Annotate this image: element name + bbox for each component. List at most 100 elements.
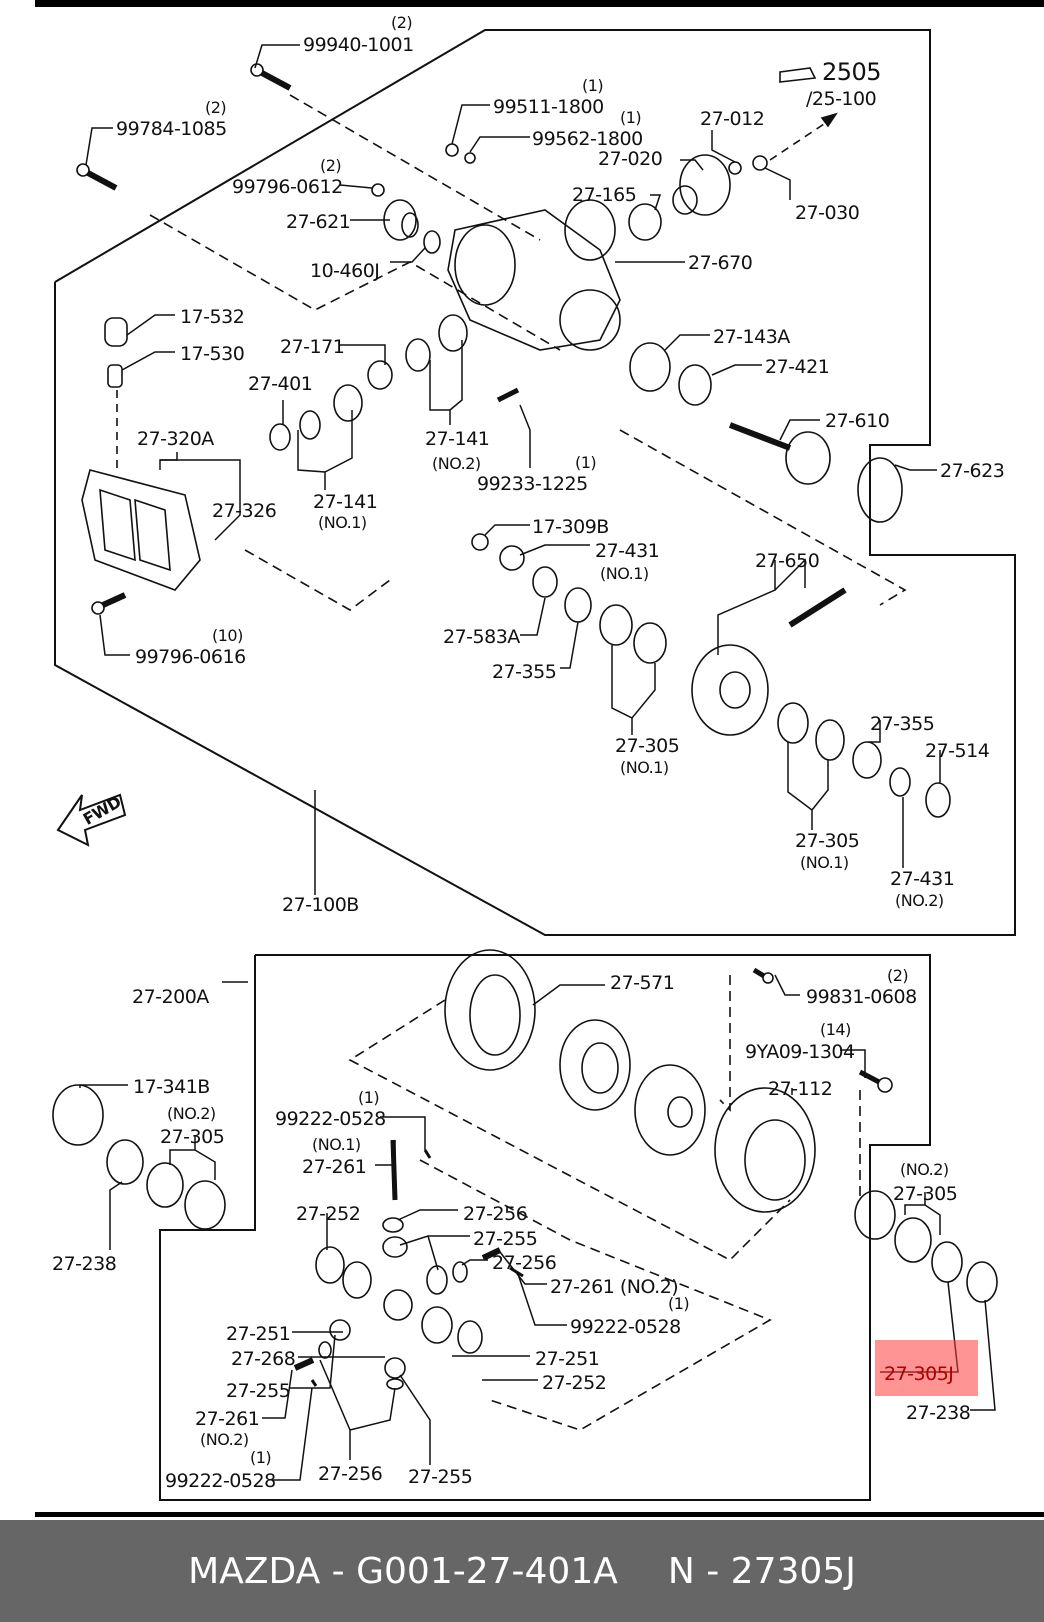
adjuster-27-238-b-icon	[966, 1261, 998, 1303]
label-p-27-020: 27-020	[598, 148, 663, 170]
breather-cap-17-532-icon	[104, 317, 128, 347]
label-p-27-305-no1-a: 27-305	[615, 735, 680, 757]
label-p-27-355-a: 27-355	[492, 661, 557, 683]
label-p-27-623: 27-623	[940, 460, 1005, 482]
shim-27-305J-icon	[931, 1241, 963, 1283]
label-p-99222-0528-b: 99222-0528	[570, 1316, 681, 1338]
lower-assembly-outline	[159, 954, 931, 1501]
ring-gear-27-571-icon	[444, 949, 536, 1071]
label-p-27-238-b: 27-238	[906, 1402, 971, 1424]
label-q-99796-0612: (2)	[320, 156, 342, 175]
label-p-27-200A: 27-200A	[132, 986, 209, 1008]
label-p-99222-0528-a: 99222-0528	[275, 1108, 386, 1130]
lower-dashed-group-2	[719, 975, 731, 1112]
reference-page: 2505	[822, 58, 882, 86]
bearing-27-141-no1-b-icon	[333, 384, 363, 422]
label-p-27-252-a: 27-252	[296, 1203, 361, 1225]
lower-dashed-group-3	[419, 1159, 772, 1431]
label-p-27-251-a: 27-251	[226, 1323, 291, 1345]
footer-brand-part: MAZDA - G001-27-401A	[188, 1550, 618, 1592]
label-s-27-305-no2-b: (NO.2)	[900, 1160, 949, 1179]
spacer-27-431-no2-icon	[889, 767, 911, 797]
label-q-99511: (1)	[582, 76, 604, 95]
label-p-27-100B: 27-100B	[282, 894, 359, 916]
pinion-27-255-a-icon	[382, 1236, 408, 1258]
label-p-99831-0608: 99831-0608	[806, 986, 917, 1008]
label-p-27-670: 27-670	[688, 252, 753, 274]
bolt-99940-1001-icon	[250, 63, 292, 91]
label-s-27-431-no2: (NO.2)	[895, 891, 944, 910]
leader-lines	[79, 44, 996, 1481]
shim-27-583A-icon	[532, 566, 558, 598]
rear-cover-27-320A-icon	[81, 469, 201, 591]
ring-pinion-gear-27-650-icon	[691, 587, 847, 736]
nut-17-309B-icon	[471, 533, 489, 551]
label-p-99222-0528-c: 99222-0528	[165, 1470, 276, 1492]
label-p-10-460J: 10-460J	[310, 260, 380, 282]
label-p-27-261-no2-b: 27-261	[195, 1408, 260, 1430]
o-ring-27-623-icon	[857, 457, 903, 523]
label-p-99511-1800: 99511-1800	[493, 96, 604, 118]
label-s-27-261-no1: (NO.1)	[312, 1135, 361, 1154]
label-q-99222-c: (1)	[250, 1448, 272, 1467]
label-q-9YA09: (14)	[820, 1020, 851, 1039]
lower-dashed-group-1	[348, 999, 791, 1261]
pinion-shaft-27-610-icon	[728, 422, 831, 485]
label-p-27-305-no1-b: 27-305	[795, 830, 860, 852]
label-p-99940-1001: 99940-1001	[303, 34, 414, 56]
label-p-9YA09-1304: 9YA09-1304	[745, 1041, 855, 1063]
label-p-27-141-no2: 27-141	[425, 428, 490, 450]
label-p-27-610: 27-610	[825, 410, 890, 432]
label-q-99940: (2)	[391, 13, 413, 32]
spacer-27-431-no1-icon	[499, 545, 525, 571]
thrust-washer-27-256-b-icon	[452, 1261, 468, 1283]
label-p-27-143A: 27-143A	[713, 326, 790, 348]
label-p-27-431-no2: 27-431	[890, 868, 955, 890]
label-q-99796-0616: (10)	[212, 626, 243, 645]
pin-27-261-no2-b-icon	[293, 1357, 315, 1371]
bearing-27-305-no2-a-icon	[184, 1180, 226, 1230]
parts-diagram	[52, 29, 1016, 1501]
pin-99222-0528-a-icon	[423, 1149, 432, 1159]
label-p-27-252-b: 27-252	[542, 1372, 607, 1394]
pin-99233-1225-icon	[496, 387, 520, 403]
fwd-arrow-icon	[56, 793, 127, 847]
seal-27-143A-icon	[629, 342, 671, 392]
pin-27-261-no1-icon	[390, 1139, 398, 1201]
bearing-race-27-305-b-icon	[815, 719, 845, 761]
upper-dashed-group-4	[619, 429, 907, 606]
label-p-99796-0616: 99796-0616	[135, 646, 246, 668]
bolt-99831-0608-icon	[752, 967, 774, 984]
washer-99796-0612-icon	[371, 183, 385, 197]
flange-27-020-icon	[672, 154, 731, 216]
label-p-99784-1085: 99784-1085	[116, 118, 227, 140]
label-p-27-268: 27-268	[231, 1348, 296, 1370]
reference-sub: /25-100	[806, 88, 877, 110]
washer-27-012-icon	[728, 161, 742, 175]
nut-27-030-icon	[752, 155, 768, 171]
label-q-99222-b: (1)	[668, 1294, 690, 1313]
top-border	[35, 0, 1044, 7]
case-half-icon	[559, 1019, 631, 1111]
label-p-27-141-no1: 27-141	[313, 491, 378, 513]
label-q-99831: (2)	[887, 966, 909, 985]
label-p-17-341B: 17-341B	[133, 1076, 210, 1098]
label-p-27-355-b: 27-355	[870, 713, 935, 735]
label-s-27-305-no1-b: (NO.1)	[800, 853, 849, 872]
pin-99222-0528-c-icon	[310, 1379, 318, 1387]
label-p-27-514: 27-514	[925, 740, 990, 762]
label-q-99784: (2)	[205, 98, 227, 117]
label-p-27-261-no1: 27-261	[302, 1156, 367, 1178]
upper-assembly-outline	[54, 29, 1016, 936]
label-p-27-305-no2-a: 27-305	[160, 1126, 225, 1148]
shim-27-355-b-icon	[852, 741, 882, 779]
label-p-27-238-a: 27-238	[52, 1253, 117, 1275]
label-s-27-141-no1: (NO.1)	[318, 513, 367, 532]
shim-27-355-a-icon	[564, 587, 592, 623]
footer-banner: MAZDA - G001-27-401A N - 27305J	[0, 1520, 1044, 1622]
bearing-27-141-no2-b-icon	[438, 314, 468, 352]
label-p-27-261-no2-a: 27-261 (NO.2)	[550, 1276, 679, 1298]
label-p-17-532: 17-532	[180, 306, 245, 328]
label-p-27-305J: 27-305J	[884, 1363, 954, 1385]
bearing-17-341B-icon	[52, 1084, 104, 1146]
